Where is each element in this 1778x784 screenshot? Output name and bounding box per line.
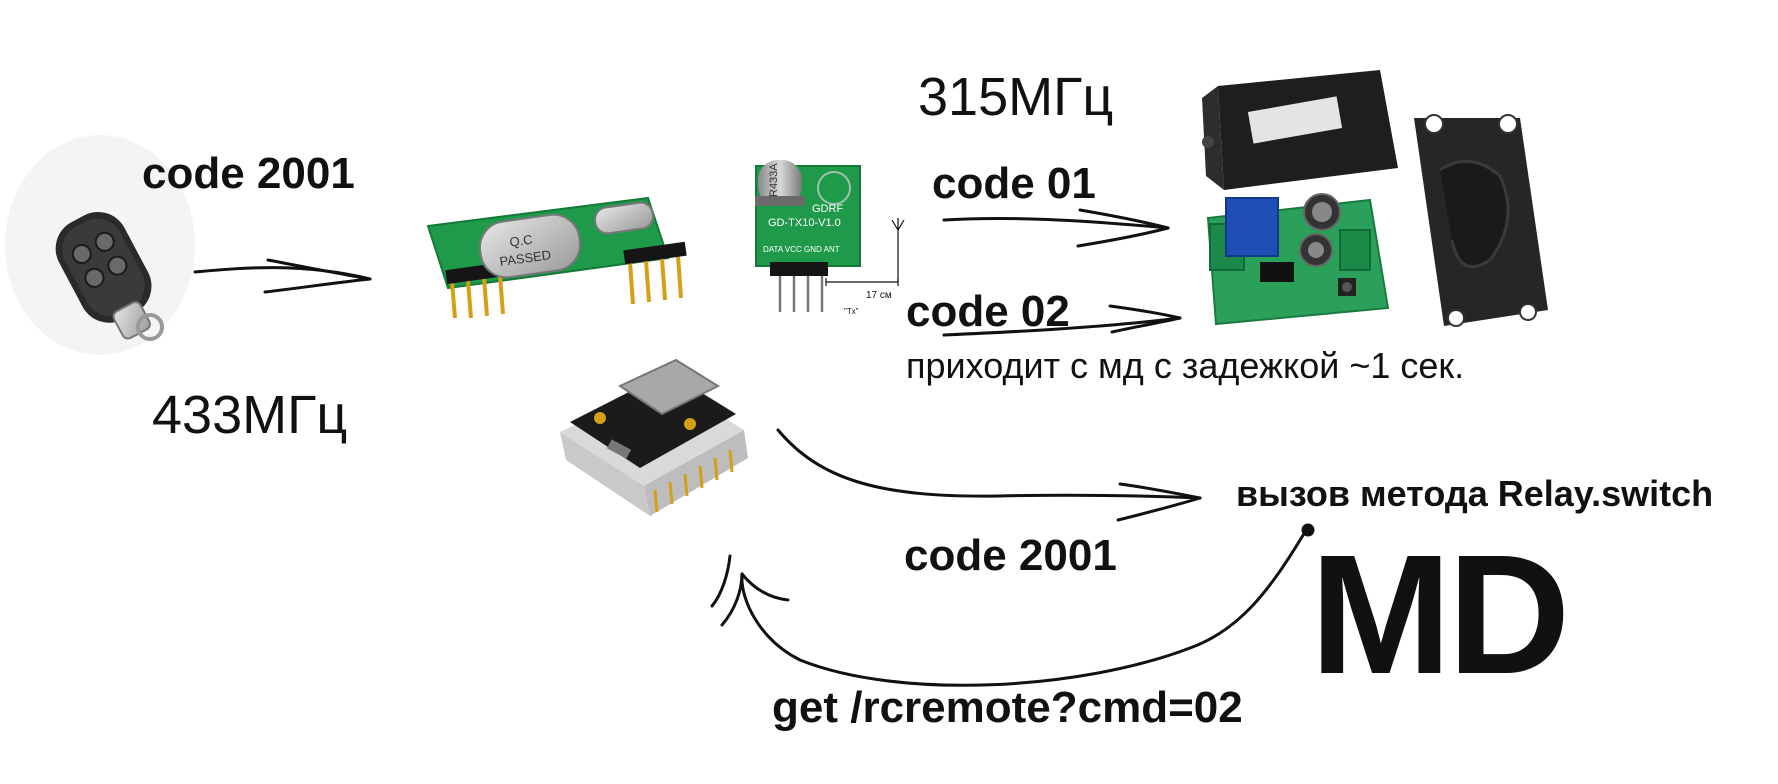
tx-antenna-length: 17 см bbox=[866, 290, 892, 301]
tx-pins-label: DATA VCC GND ANT bbox=[763, 245, 840, 254]
tx-antenna-tag: "Tx" bbox=[844, 307, 859, 316]
label-relay-call: вызов метода Relay.switch bbox=[1236, 473, 1714, 514]
label-md: MD bbox=[1310, 520, 1570, 710]
receiver-sticker-line2: PASSED bbox=[499, 247, 552, 269]
tx-brand-label: GDRF bbox=[812, 203, 843, 215]
key-fob-remote bbox=[5, 135, 195, 355]
label-code-02: code 02 bbox=[906, 287, 1070, 336]
label-frequency-315: 315МГц bbox=[918, 67, 1114, 127]
label-code-01: code 01 bbox=[932, 159, 1096, 208]
arrow-remote-to-receiver bbox=[193, 258, 372, 294]
label-delay-note: приходит с мд с задежкой ~1 сек. bbox=[906, 345, 1465, 386]
esp8266-module bbox=[560, 358, 748, 516]
receiver-module-433: Q.C PASSED bbox=[426, 196, 687, 319]
arrow-esp-to-md bbox=[776, 428, 1202, 522]
tx-model-label: GD-TX10-V1.0 bbox=[768, 217, 841, 229]
relay-board-with-case bbox=[1202, 70, 1548, 327]
label-frequency-433: 433МГц bbox=[152, 385, 348, 445]
label-code-esp: code 2001 bbox=[904, 531, 1117, 580]
transmitter-module: R433A GDRF GD-TX10-V1.0 DATA VCC GND ANT… bbox=[755, 160, 905, 316]
arrow-code-01 bbox=[942, 208, 1170, 248]
arrow-code-02 bbox=[942, 304, 1182, 337]
label-get-command: get /rcremote?cmd=02 bbox=[772, 683, 1243, 732]
arrow-md-to-esp bbox=[710, 523, 1315, 687]
receiver-sticker-line1: Q.C bbox=[509, 232, 534, 250]
label-code-remote: code 2001 bbox=[142, 149, 355, 198]
tx-crystal-label: R433A bbox=[768, 163, 780, 197]
